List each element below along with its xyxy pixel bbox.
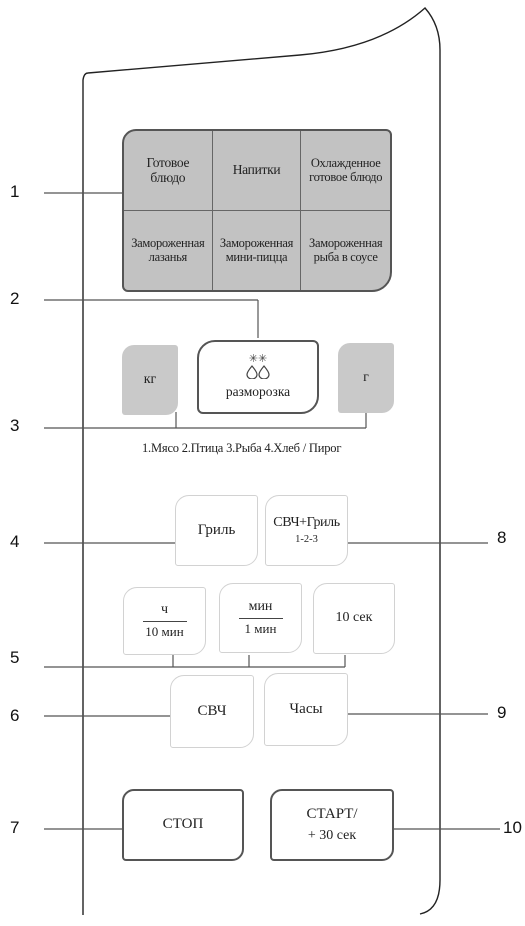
g-button[interactable]: г — [338, 343, 394, 413]
hour-button[interactable]: ч 10 мин — [123, 587, 206, 655]
callout-6: 6 — [10, 706, 20, 725]
callout-8: 8 — [497, 528, 507, 547]
callout-10: 10 — [503, 818, 522, 837]
defrost-button[interactable]: ✳✳ разморозка — [197, 340, 319, 414]
fraction-line — [142, 621, 187, 623]
program-drinks-button[interactable]: Напитки — [212, 131, 302, 211]
callout-2: 2 — [10, 289, 20, 308]
microwave-button[interactable]: СВЧ — [170, 675, 254, 748]
panel-outline — [82, 7, 441, 915]
stop-button[interactable]: СТОП — [122, 789, 244, 861]
fraction-line — [238, 618, 283, 620]
callout-1: 1 — [10, 182, 20, 201]
defrost-icon: ✳✳ — [248, 353, 268, 366]
callout-5: 5 — [10, 648, 20, 667]
grill-button[interactable]: Гриль — [175, 495, 258, 566]
clock-button[interactable]: Часы — [264, 673, 348, 746]
drops-icon — [245, 365, 271, 382]
callout-9: 9 — [497, 703, 507, 722]
microwave-grill-button[interactable]: СВЧ+Гриль 1-2-3 — [265, 495, 348, 566]
kg-button[interactable]: кг — [122, 345, 178, 415]
defrost-categories-label: 1.Мясо 2.Птица 3.Рыба 4.Хлеб / Пирог — [142, 441, 342, 455]
minute-button[interactable]: мин 1 мин — [219, 583, 302, 653]
callout-7: 7 — [10, 818, 20, 837]
callout-3: 3 — [10, 416, 20, 435]
callout-4: 4 — [10, 532, 20, 551]
ten-seconds-button[interactable]: 10 сек — [313, 583, 395, 654]
start-button[interactable]: СТАРТ/ + 30 сек — [270, 789, 394, 861]
